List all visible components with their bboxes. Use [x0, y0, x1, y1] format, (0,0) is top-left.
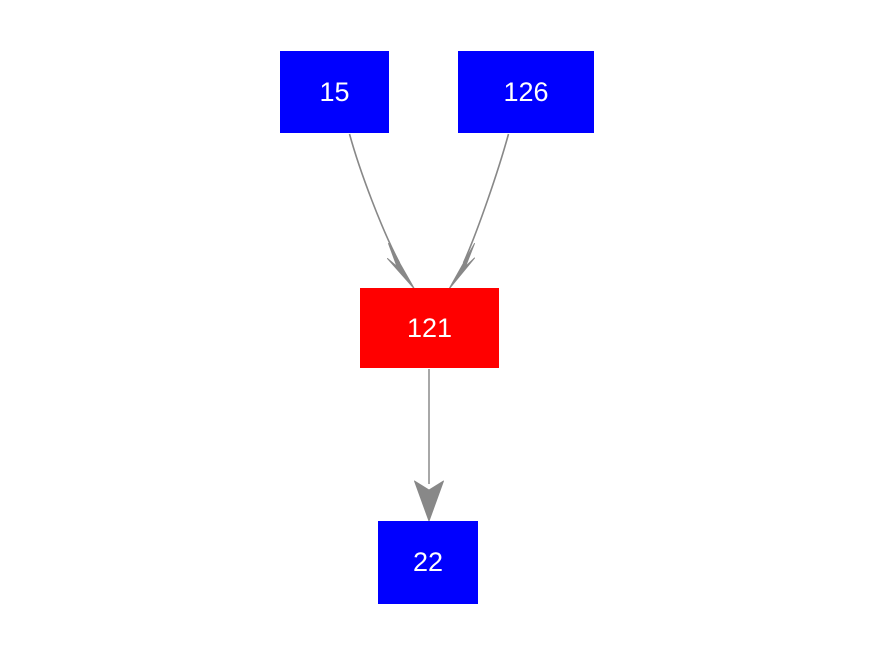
graph-node-22[interactable]: 22: [378, 521, 478, 604]
graph-node-15[interactable]: 15: [280, 51, 389, 133]
graph-node-126[interactable]: 126: [458, 51, 594, 133]
edge-126-to-121: [448, 133, 510, 290]
node-label: 15: [319, 76, 350, 107]
arrowhead-icon: [414, 480, 444, 522]
edge-line: [462, 133, 510, 264]
arrowhead-icon: [387, 243, 415, 290]
arrowhead-icon: [448, 243, 475, 290]
node-label: 121: [406, 312, 453, 343]
graph-node-121[interactable]: 121: [360, 288, 499, 368]
node-label: 126: [503, 76, 549, 107]
edge-line: [348, 133, 401, 264]
edge-121-to-22: [414, 369, 444, 522]
edge-15-to-121: [348, 133, 415, 290]
node-label: 22: [412, 547, 444, 577]
